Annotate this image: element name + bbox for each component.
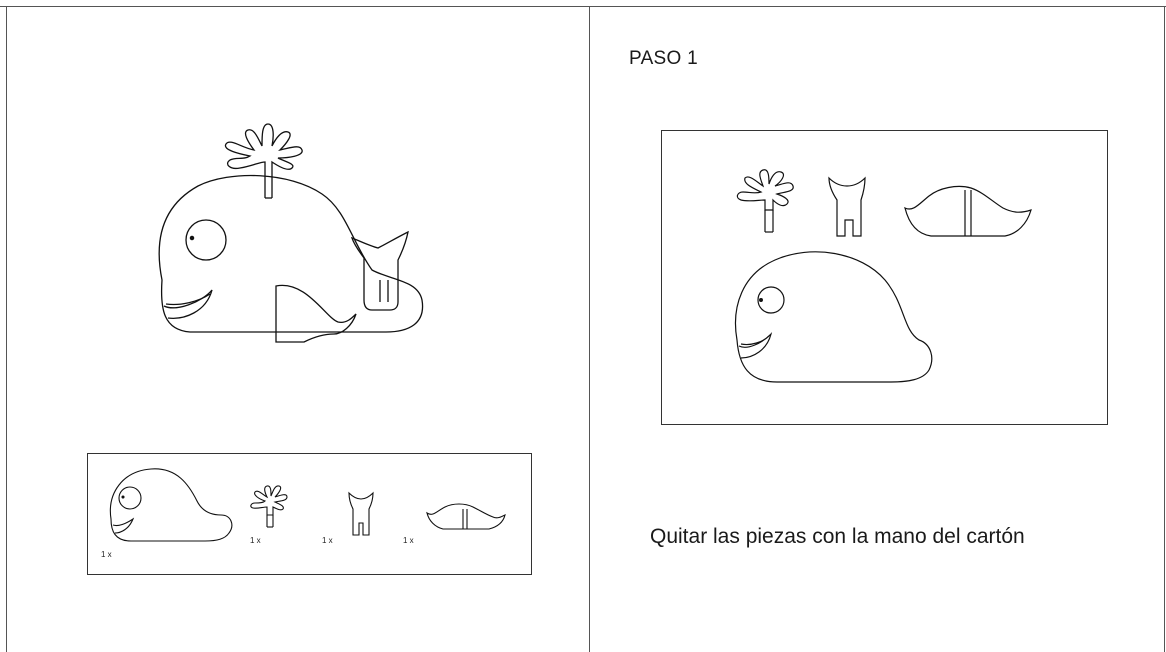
- whale-body-piece: [158, 174, 424, 343]
- page-frame-right: [1164, 6, 1165, 652]
- panel-divider: [589, 6, 590, 652]
- legend-fin-icon: [426, 503, 506, 530]
- step-fin-piece: [904, 185, 1032, 237]
- page-frame-top: [0, 6, 1166, 7]
- page-frame-left: [6, 6, 7, 652]
- legend-whale-body-icon: [109, 468, 233, 542]
- legend-qty-fin: 1 x: [403, 536, 414, 545]
- assembled-whale-illustration: [158, 123, 424, 343]
- parts-legend-illustrations: [109, 468, 506, 542]
- step-instruction-text: Quitar las piezas con la mano del cartón: [650, 525, 1025, 548]
- legend-spout-icon: [250, 485, 288, 528]
- legend-tail-icon: [348, 491, 374, 536]
- legend-qty-spout: 1 x: [250, 536, 261, 545]
- step-parts-illustration: [734, 169, 1032, 383]
- legend-qty-tail: 1 x: [322, 536, 333, 545]
- legend-qty-whale-body: 1 x: [101, 550, 112, 559]
- step-spout-piece: [736, 169, 794, 233]
- spout-piece: [224, 123, 303, 199]
- step-title: PASO 1: [629, 48, 699, 69]
- parts-legend-box: [87, 453, 532, 575]
- step-whale-body-piece: [734, 251, 933, 383]
- step-illustration-box: [661, 130, 1108, 425]
- step-tail-piece: [828, 176, 866, 237]
- tail-piece: [350, 230, 409, 311]
